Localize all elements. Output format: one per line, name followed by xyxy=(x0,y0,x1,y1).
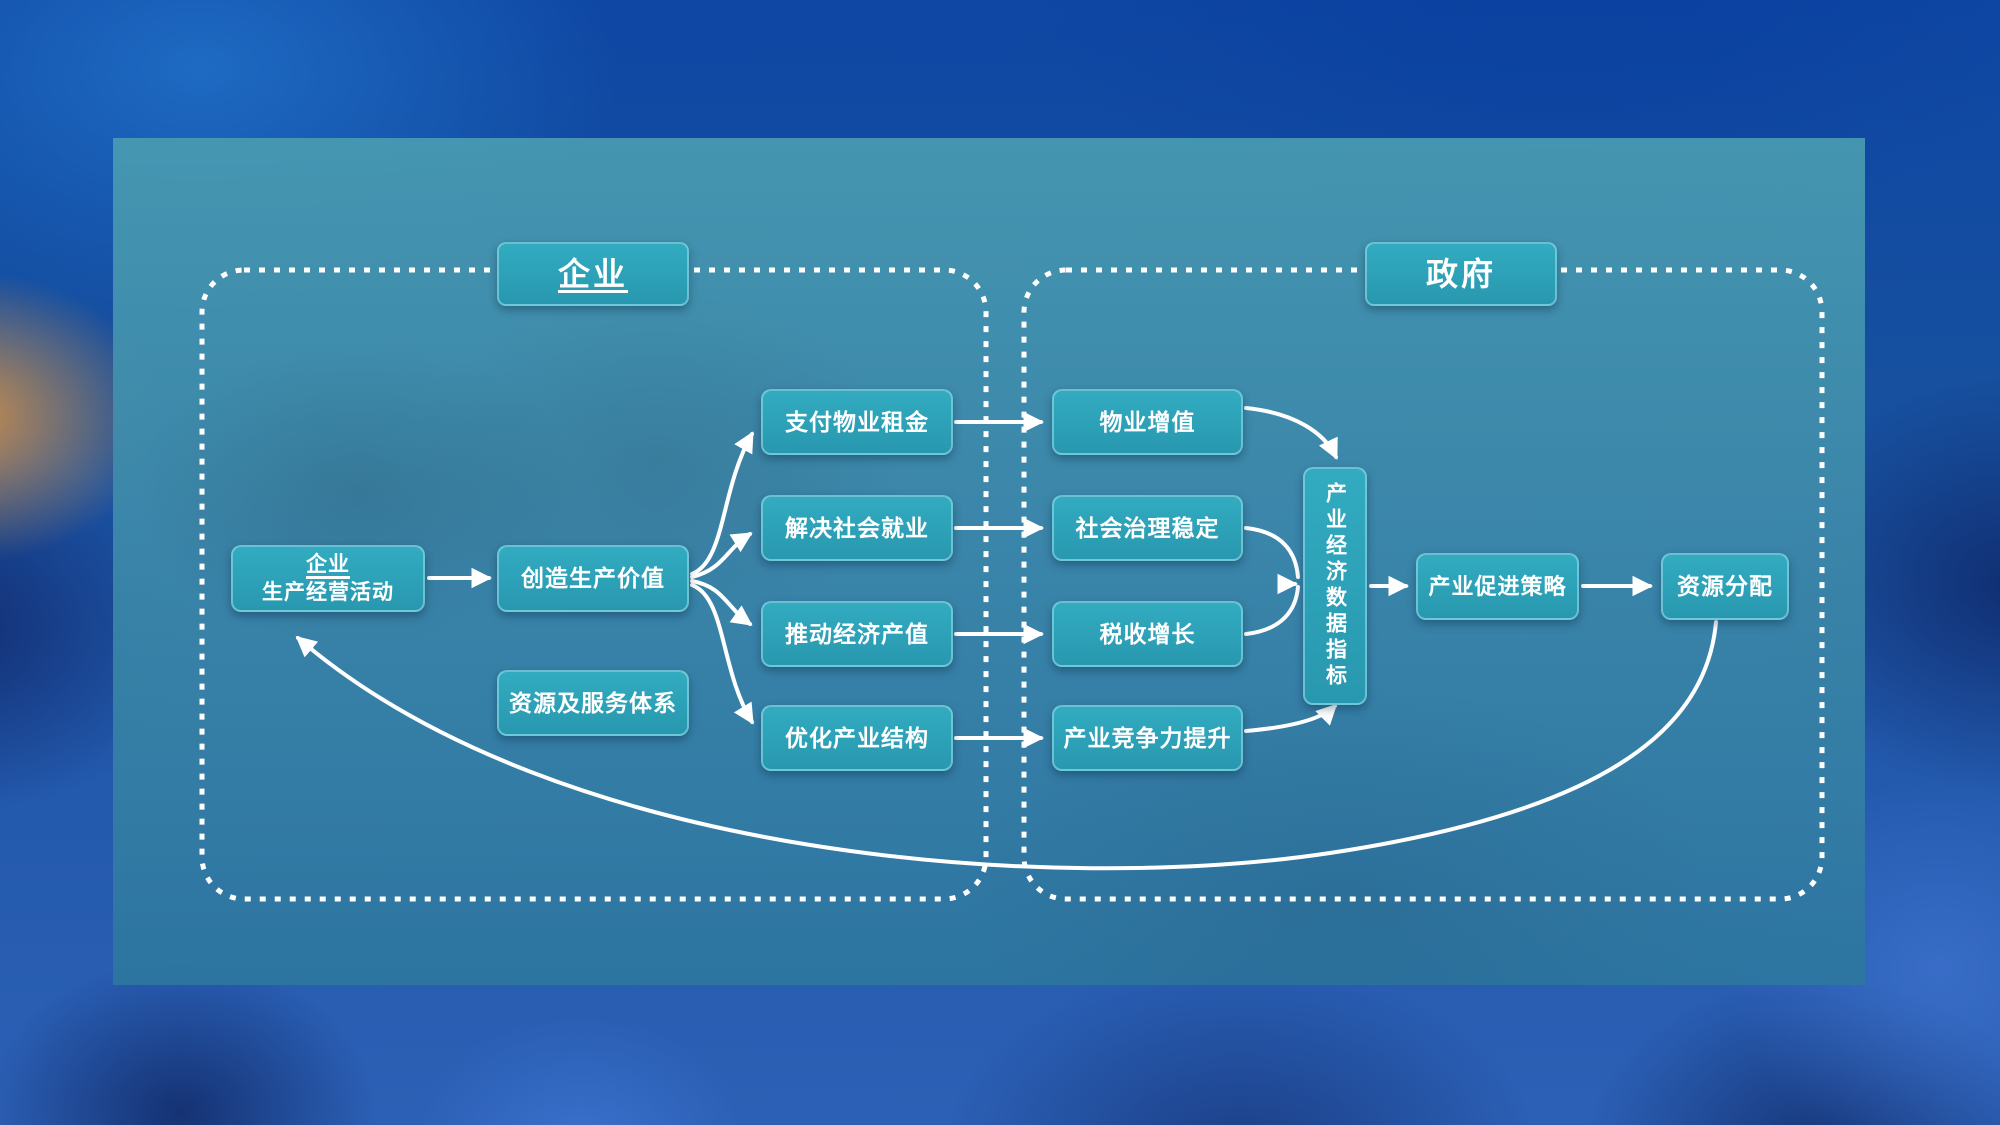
node-data-indicators-label: 产业经济数据指标 xyxy=(1323,482,1347,690)
arrow-create-to-payrent xyxy=(690,431,754,576)
node-solve-employment: 解决社会就业 xyxy=(761,495,953,561)
arrow-create-to-structure xyxy=(690,583,754,725)
node-competitiveness: 产业竞争力提升 xyxy=(1052,705,1243,771)
arrow-create-to-output xyxy=(690,579,753,626)
node-tax-growth: 税收增长 xyxy=(1052,601,1243,667)
node-competitiveness-label: 产业竞争力提升 xyxy=(1063,724,1232,751)
node-resource-system-label: 资源及服务体系 xyxy=(509,689,677,716)
arrow-set xyxy=(295,406,1718,871)
government-region-border xyxy=(1021,267,1825,902)
arrow-compete-to-indicators xyxy=(1244,703,1338,733)
node-resource-system: 资源及服务体系 xyxy=(497,670,689,736)
node-enterprise-activity: 企业 生产经营活动 xyxy=(231,545,425,612)
node-promotion-strategy-label: 产业促进策略 xyxy=(1428,573,1567,599)
arrow-allocation-feedback xyxy=(295,620,1718,871)
node-social-stability-label: 社会治理稳定 xyxy=(1075,514,1220,541)
node-tax-growth-label: 税收增长 xyxy=(1099,620,1196,647)
node-resource-allocation: 资源分配 xyxy=(1661,553,1789,620)
node-create-value: 创造生产价值 xyxy=(497,545,689,612)
node-promote-output-label: 推动经济产值 xyxy=(785,620,929,647)
arrow-tax-to-indicators xyxy=(1244,585,1300,636)
node-optimize-structure: 优化产业结构 xyxy=(761,705,953,771)
node-social-stability: 社会治理稳定 xyxy=(1052,495,1243,561)
arrow-propvalue-to-indicators xyxy=(1244,406,1338,460)
node-property-appreciation: 物业增值 xyxy=(1052,389,1243,455)
node-create-value-label: 创造生产价值 xyxy=(521,565,665,592)
node-enterprise-activity-line1: 企业 xyxy=(306,553,350,577)
node-solve-employment-label: 解决社会就业 xyxy=(785,514,929,541)
node-property-appreciation-label: 物业增值 xyxy=(1099,408,1196,435)
node-pay-rent-label: 支付物业租金 xyxy=(785,408,929,435)
government-region-title: 政府 xyxy=(1365,242,1557,306)
node-resource-allocation-label: 资源分配 xyxy=(1677,573,1773,600)
node-pay-rent: 支付物业租金 xyxy=(761,389,953,455)
arrow-stability-to-indicators xyxy=(1244,526,1300,579)
node-enterprise-activity-line2: 生产经营活动 xyxy=(262,580,394,604)
enterprise-title-text: 企业 xyxy=(557,256,628,292)
government-title-text: 政府 xyxy=(1425,256,1496,292)
node-promotion-strategy: 产业促进策略 xyxy=(1416,553,1579,620)
enterprise-region-title: 企业 xyxy=(497,242,689,306)
arrow-create-to-employment xyxy=(690,532,753,579)
node-optimize-structure-label: 优化产业结构 xyxy=(785,724,929,751)
node-promote-output: 推动经济产值 xyxy=(761,601,953,667)
node-data-indicators: 产业经济数据指标 xyxy=(1303,467,1367,705)
